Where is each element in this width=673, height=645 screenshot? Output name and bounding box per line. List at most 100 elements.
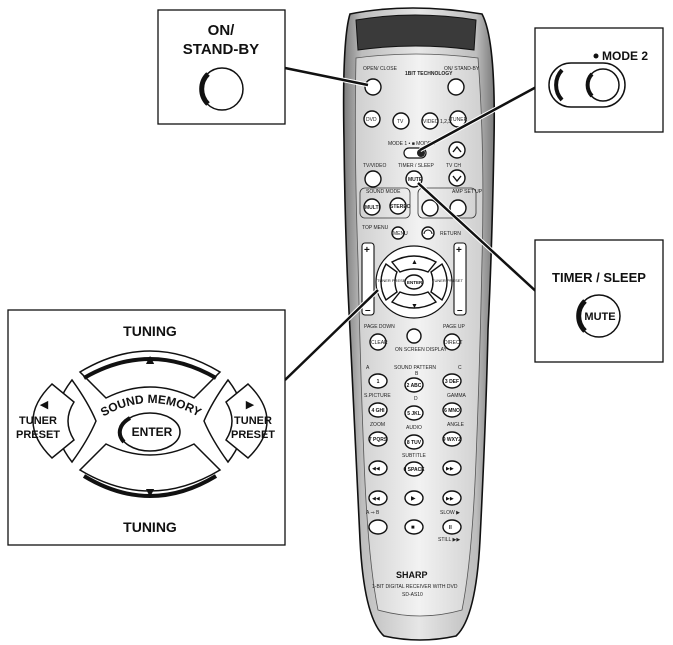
keypad-button-8[interactable] (442, 431, 462, 447)
dvd-button[interactable] (363, 110, 381, 128)
stop-button[interactable] (404, 519, 424, 535)
pause-icon: II (449, 525, 452, 531)
tv-ch-label: TV CH (446, 163, 461, 169)
prev-icon: ◀◀ (372, 496, 380, 502)
callout-enter-label: ENTER (132, 425, 173, 439)
remote-pad-right[interactable] (430, 262, 448, 302)
zoom-label: ZOOM (370, 422, 385, 428)
keypad-button-0[interactable] (368, 373, 388, 389)
callout-standby-line2: STAND-BY (183, 41, 259, 58)
remote-pad-enter[interactable] (404, 274, 424, 290)
tv-ch-up-button[interactable] (448, 141, 466, 159)
keypad-label-3: 4 GHI (371, 408, 385, 414)
amp-left-button[interactable] (421, 199, 439, 217)
callout-left-outer[interactable] (32, 382, 75, 460)
sound-mode-frame (359, 187, 411, 219)
menu-button[interactable] (391, 226, 405, 240)
on-screen-button[interactable] (406, 328, 422, 344)
keypad-label-6: 7 PQRS (369, 437, 388, 443)
multi-button[interactable] (363, 198, 381, 216)
keypad-label-4: 5 JKL (407, 411, 421, 417)
stereo-button[interactable] (389, 197, 407, 215)
keypad-button-9[interactable] (404, 461, 424, 477)
callout-right-outer[interactable] (225, 382, 268, 460)
mode-label: MODE 1 • ■ MODE 2 (388, 141, 435, 147)
fast-forward-icon: ▶▶ (446, 466, 454, 472)
video-button[interactable] (421, 112, 439, 130)
pattern-letter-a: A (366, 365, 370, 371)
callout-timer-title: TIMER / SLEEP (552, 270, 646, 285)
remote-pad-up[interactable] (390, 255, 438, 273)
callout-mute-label: MUTE (584, 311, 615, 323)
callout-down-arrow: ▼ (143, 484, 157, 500)
callout-on-standby: ON/ STAND-BY (157, 9, 286, 125)
keypad-label-7: 8 TUV (407, 440, 422, 446)
keypad-button-2[interactable] (442, 373, 462, 389)
return-button[interactable] (421, 226, 435, 240)
direct-label: DIRECT (444, 340, 463, 346)
mode-switch-knob (417, 149, 425, 157)
keypad-button-6[interactable] (368, 431, 388, 447)
remote-page-section: PAGE DOWN PAGE UP CLEAR ON SCREEN DISPLA… (364, 324, 466, 353)
menu-label: MENU (393, 231, 408, 237)
tv-button[interactable] (392, 112, 410, 130)
callout-left-arrow: ◀ (40, 399, 49, 411)
play-button[interactable] (404, 490, 424, 506)
next-button[interactable] (442, 490, 462, 506)
callout-right-line2: PRESET (231, 429, 275, 441)
amp-right-button[interactable] (449, 199, 467, 217)
leader-standby (284, 66, 369, 87)
pause-button[interactable] (442, 519, 462, 535)
right-volume-rocker[interactable] (453, 242, 467, 316)
keypad-label-2: 3 DEF (445, 379, 459, 385)
prev-button[interactable] (368, 490, 388, 506)
callout-down-button[interactable] (78, 443, 222, 492)
callout-mode2: MODE 2 (534, 27, 664, 133)
keypad-label-1: 2 ABC (407, 383, 422, 389)
clear-label: CLEAR (371, 340, 388, 346)
return-icon (423, 229, 433, 235)
rewind-button[interactable] (368, 460, 388, 476)
callout-right-line1: TUNER (234, 415, 272, 427)
model-line-2: SD-AS10 (402, 592, 423, 598)
top-menu-label: TOP MENU (362, 225, 389, 231)
leader-timer (417, 182, 541, 296)
page-down-label: PAGE DOWN (364, 324, 395, 330)
pattern-letter-b: B (415, 371, 419, 377)
keypad-button-1[interactable] (404, 377, 424, 393)
keypad-button-7[interactable] (404, 434, 424, 450)
open-close-button[interactable] (364, 78, 382, 96)
remote-standby-button[interactable] (447, 78, 465, 96)
mode2-dot (593, 53, 599, 59)
callout-tuning-pad: TUNING TUNING ▲ ▼ ◀ TUNER PRESET ▶ TUNER… (7, 309, 286, 546)
keypad-button-4[interactable] (404, 405, 424, 421)
vol-minus-right: – (457, 305, 463, 316)
vol-plus-left: + (364, 245, 370, 256)
callout-timer-sleep: TIMER / SLEEP MUTE (534, 239, 664, 363)
clear-button[interactable] (369, 333, 387, 351)
subtitle-label: SUBTITLE (402, 453, 427, 459)
tv-ch-down-button[interactable] (448, 169, 466, 187)
remote-pad-right-label: TUNER PRESET (432, 278, 463, 283)
remote-timer-label: TIMER / SLEEP (398, 163, 435, 169)
callout-mode-knob (586, 68, 620, 102)
tv-video-button[interactable] (364, 170, 382, 188)
remote-pad-down[interactable] (390, 291, 438, 309)
keypad-button-3[interactable] (368, 402, 388, 418)
fast-forward-button[interactable] (442, 460, 462, 476)
remote-sound-mode-section: SOUND MODE MULTI STEREO AMP SET UP TOP M… (359, 187, 483, 240)
direct-button[interactable] (443, 333, 461, 351)
vol-minus-left: – (365, 305, 371, 316)
callout-standby-line1: ON/ (208, 22, 236, 39)
amp-setup-label: AMP SET UP (452, 189, 483, 195)
angle-label: ANGLE (447, 422, 465, 428)
callout-mode-label: MODE 2 (602, 49, 648, 63)
a-b-button[interactable] (368, 519, 388, 535)
remote-pad-left[interactable] (380, 262, 398, 302)
multi-label: MULTI (365, 205, 381, 211)
gamma-label: GAMMA (447, 393, 467, 399)
remote-transport: ◀◀ ▶▶ ◀◀ ▶ ▶▶ A ⇒ B SLOW ▶ ■ II STILL ▶▶ (366, 460, 462, 543)
pattern-letter-d: D (414, 396, 418, 402)
keypad-button-5[interactable] (442, 402, 462, 418)
